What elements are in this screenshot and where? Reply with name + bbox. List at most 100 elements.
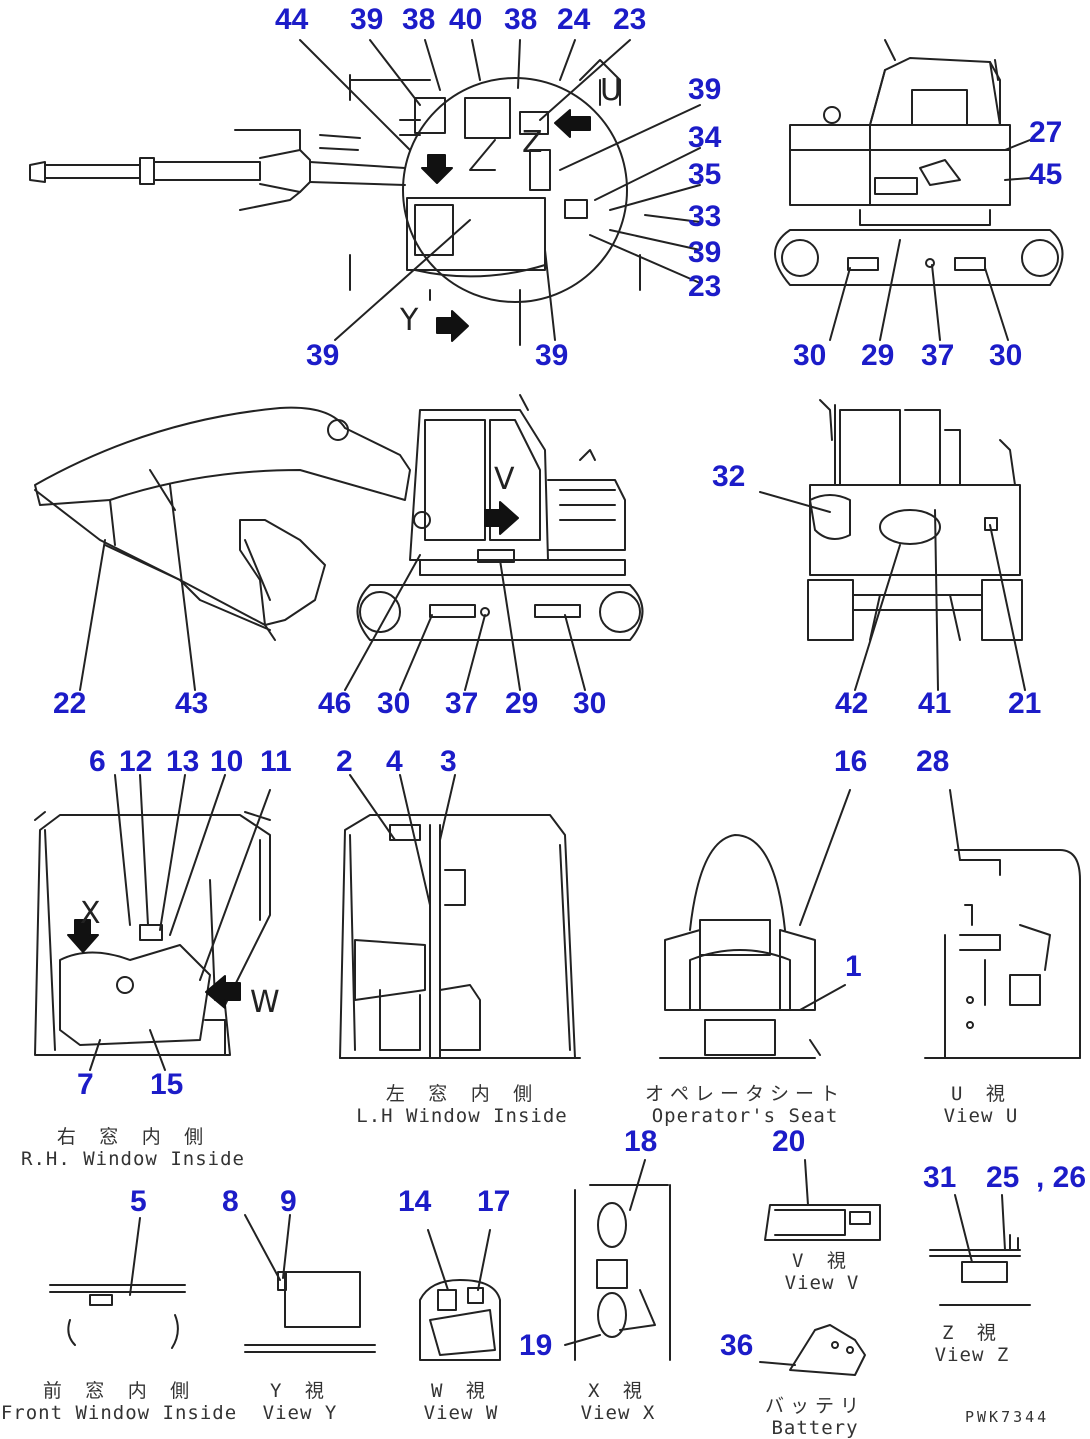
callout-c19[interactable]: 19 — [519, 1329, 553, 1362]
callout-c38a[interactable]: 38 — [402, 3, 436, 36]
view-x-detail — [564, 1159, 671, 1361]
callout-c15[interactable]: 15 — [150, 1068, 184, 1101]
view-letter-lt-y: Y — [400, 303, 419, 338]
caption-jp: X 視 — [588, 1380, 648, 1402]
callout-c43[interactable]: 43 — [175, 687, 209, 720]
caption-jp: Y 視 — [270, 1380, 330, 1402]
caption-en: L.H Window Inside — [356, 1105, 568, 1127]
callout-c13[interactable]: 13 — [166, 745, 200, 778]
callout-c12[interactable]: 12 — [119, 745, 153, 778]
callout-c46[interactable]: 46 — [318, 687, 352, 720]
caption-en: View V — [784, 1272, 860, 1294]
caption-jp: U 視 — [951, 1083, 1011, 1105]
callout-c42[interactable]: 42 — [835, 687, 869, 720]
callout-c28[interactable]: 28 — [916, 745, 950, 778]
view-w-detail — [419, 1229, 501, 1361]
callout-c5[interactable]: 5 — [130, 1185, 147, 1218]
callout-c30d[interactable]: 30 — [573, 687, 607, 720]
callout-c22[interactable]: 22 — [53, 687, 87, 720]
callout-c7[interactable]: 7 — [77, 1068, 94, 1101]
caption-en: View Y — [262, 1402, 338, 1424]
rear-view — [759, 399, 1026, 691]
caption-jp: V 視 — [792, 1250, 852, 1272]
callout-c26[interactable]: , 26 — [1036, 1161, 1087, 1194]
callout-c37a[interactable]: 37 — [921, 339, 955, 372]
callout-c1[interactable]: 1 — [845, 950, 862, 983]
callout-c6[interactable]: 6 — [89, 745, 106, 778]
caption-en: Operator's Seat — [651, 1105, 839, 1127]
callout-c35[interactable]: 35 — [688, 158, 722, 191]
callout-c44[interactable]: 44 — [275, 3, 309, 36]
callout-c23a[interactable]: 23 — [613, 3, 647, 36]
callout-c10[interactable]: 10 — [210, 745, 244, 778]
lh-window-inside-view — [339, 774, 581, 1059]
callout-c30b[interactable]: 30 — [989, 339, 1023, 372]
callout-c18[interactable]: 18 — [624, 1125, 658, 1158]
callout-c45[interactable]: 45 — [1029, 158, 1063, 191]
callout-c41[interactable]: 41 — [918, 687, 952, 720]
caption-jp: 前 窓 内 側 — [42, 1380, 196, 1402]
drawing-number: PWK7344 — [965, 1408, 1050, 1426]
callout-c33[interactable]: 33 — [688, 200, 722, 233]
callout-c2[interactable]: 2 — [336, 745, 353, 778]
side-view-full — [34, 394, 644, 691]
callout-c20[interactable]: 20 — [772, 1125, 806, 1158]
top-view-machine — [29, 39, 701, 346]
caption-en: View U — [943, 1105, 1019, 1127]
callout-c3[interactable]: 3 — [440, 745, 457, 778]
callout-c16[interactable]: 16 — [834, 745, 868, 778]
front-window-inside-view — [49, 1217, 186, 1349]
caption-jp: 左 窓 内 側 — [385, 1083, 539, 1105]
callout-c21[interactable]: 21 — [1008, 687, 1042, 720]
callout-c8[interactable]: 8 — [222, 1185, 239, 1218]
callout-c37b[interactable]: 37 — [445, 687, 479, 720]
view-letter-lt-u: U — [600, 73, 622, 108]
view-letter-lt-w: W — [250, 985, 280, 1020]
callout-c14[interactable]: 14 — [398, 1185, 432, 1218]
caption-jp: 右 窓 内 側 — [56, 1126, 210, 1148]
caption-jp: W 視 — [431, 1380, 491, 1402]
callout-c17[interactable]: 17 — [477, 1185, 511, 1218]
rh-window-inside-view — [34, 774, 271, 1071]
caption-jp: Z 視 — [942, 1322, 1002, 1344]
callout-c34[interactable]: 34 — [688, 121, 722, 154]
view-z-detail — [929, 1194, 1031, 1306]
caption-jp: バッテリ — [764, 1395, 865, 1417]
callout-c29a[interactable]: 29 — [861, 339, 895, 372]
callout-c29b[interactable]: 29 — [505, 687, 539, 720]
caption-en: View Z — [934, 1344, 1010, 1366]
callout-c39c[interactable]: 39 — [688, 236, 722, 269]
caption-en: Front Window Inside — [0, 1402, 238, 1424]
callout-c4[interactable]: 4 — [386, 745, 403, 778]
callout-c36[interactable]: 36 — [720, 1329, 754, 1362]
callout-c11[interactable]: 11 — [260, 745, 292, 778]
callout-c40[interactable]: 40 — [449, 3, 483, 36]
callout-c39e[interactable]: 39 — [535, 339, 569, 372]
callout-c24[interactable]: 24 — [557, 3, 591, 36]
callout-c23b[interactable]: 23 — [688, 270, 722, 303]
callout-c31[interactable]: 31 — [923, 1161, 957, 1194]
view-letter-lt-z: Z — [522, 125, 543, 160]
callout-c32[interactable]: 32 — [712, 460, 746, 493]
callout-c38b[interactable]: 38 — [504, 3, 538, 36]
callout-c27[interactable]: 27 — [1029, 116, 1063, 149]
callout-c30a[interactable]: 30 — [793, 339, 827, 372]
callout-c39d[interactable]: 39 — [306, 339, 340, 372]
callout-c9[interactable]: 9 — [280, 1185, 297, 1218]
callout-c39b[interactable]: 39 — [688, 73, 722, 106]
callout-c30c[interactable]: 30 — [377, 687, 411, 720]
callout-c25[interactable]: 25 — [986, 1161, 1020, 1194]
battery-detail — [759, 1324, 866, 1376]
callout-c39a[interactable]: 39 — [350, 3, 384, 36]
